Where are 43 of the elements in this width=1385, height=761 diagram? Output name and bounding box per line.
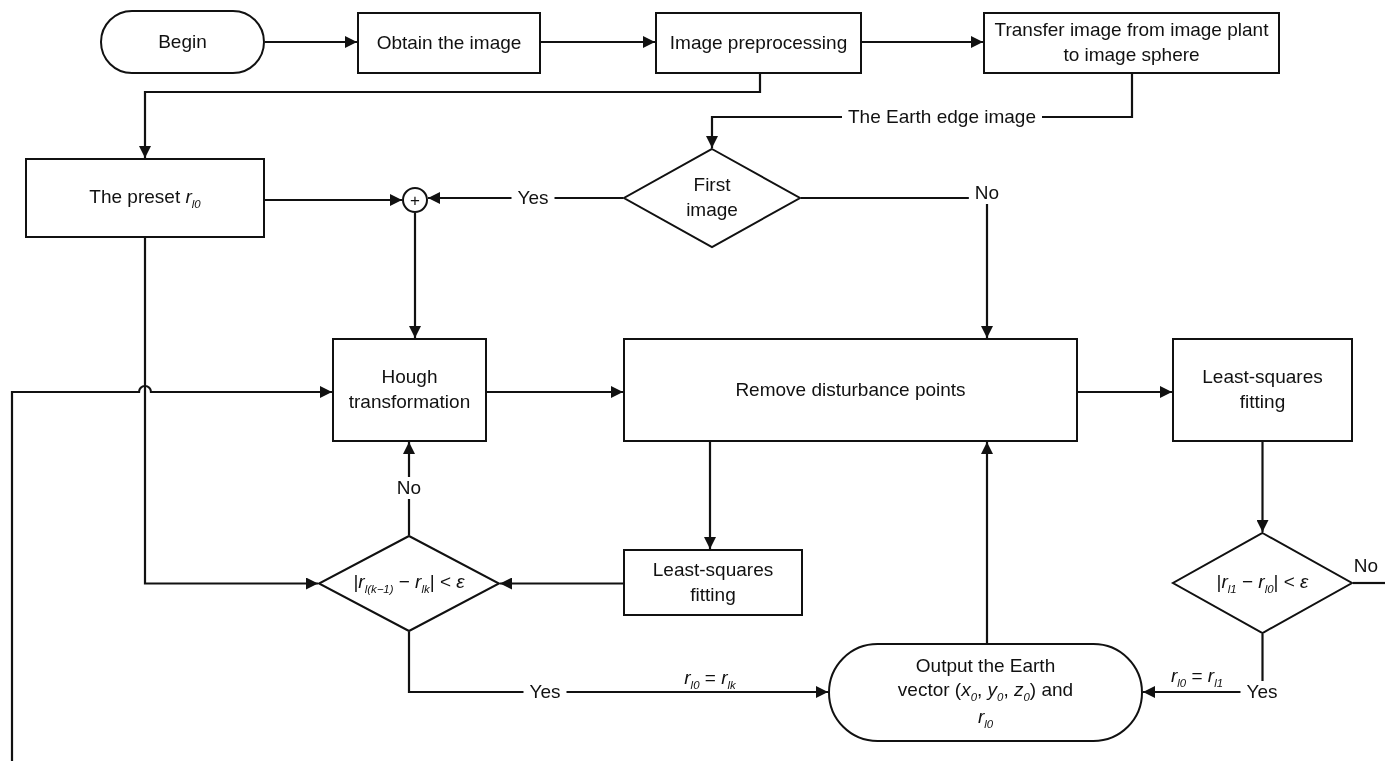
arrow [487,386,623,398]
process-box [357,12,541,74]
node-text: Output the Earth vector (x$_{0}$, y$_{0}$, z$_{0}$) and r$_{l0}$ [896,653,1075,732]
plus-sign: + [409,191,421,209]
process-box [623,338,1078,442]
process-box [983,12,1280,74]
arrow [981,442,993,643]
process-box [25,158,265,238]
equation-label: r$_{l0}$ = r$_{l1}$ [1170,665,1224,689]
node-text: Transfer image from image plant to image sphere [993,18,1270,67]
terminal-box [100,10,265,74]
arrow [1078,386,1172,398]
arrow [541,36,655,48]
arrow [1256,442,1269,532]
process-box [655,12,862,74]
arrow [500,577,623,590]
node-text: Hough transformation [347,365,472,414]
arrow [407,632,828,698]
arrow [139,74,762,158]
node-text: Least-squares fitting [651,557,775,607]
arrow [409,213,421,338]
arrow [704,442,716,549]
arrow [801,196,993,338]
arrow [862,36,983,48]
node-text: Least-squares fitting [1201,365,1324,414]
node-text: Begin [157,29,208,54]
arrow [10,385,332,761]
node-text: The preset r$_{l0}$ [88,184,202,212]
sum-junction [402,187,428,213]
node-text: |r$_{l1}$ − r$_{l0}$| < ε [1215,569,1310,597]
process-box [623,549,803,616]
process-box [332,338,487,442]
node-text: |r$_{l(k−1)}$ − r$_{lk}$| < ε [352,570,466,597]
node-text: First image [685,173,739,222]
node-text: Obtain the image [375,30,523,55]
arrow [265,194,402,206]
node-text: Remove disturbance points [734,377,967,402]
arrow [265,36,357,48]
edge-label: No [1352,555,1380,577]
process-box [1172,338,1353,442]
equation-label: r$_{l0}$ = r$_{lk}$ [684,667,736,691]
node-text: Image preprocessing [668,30,849,55]
arrow [143,238,318,590]
